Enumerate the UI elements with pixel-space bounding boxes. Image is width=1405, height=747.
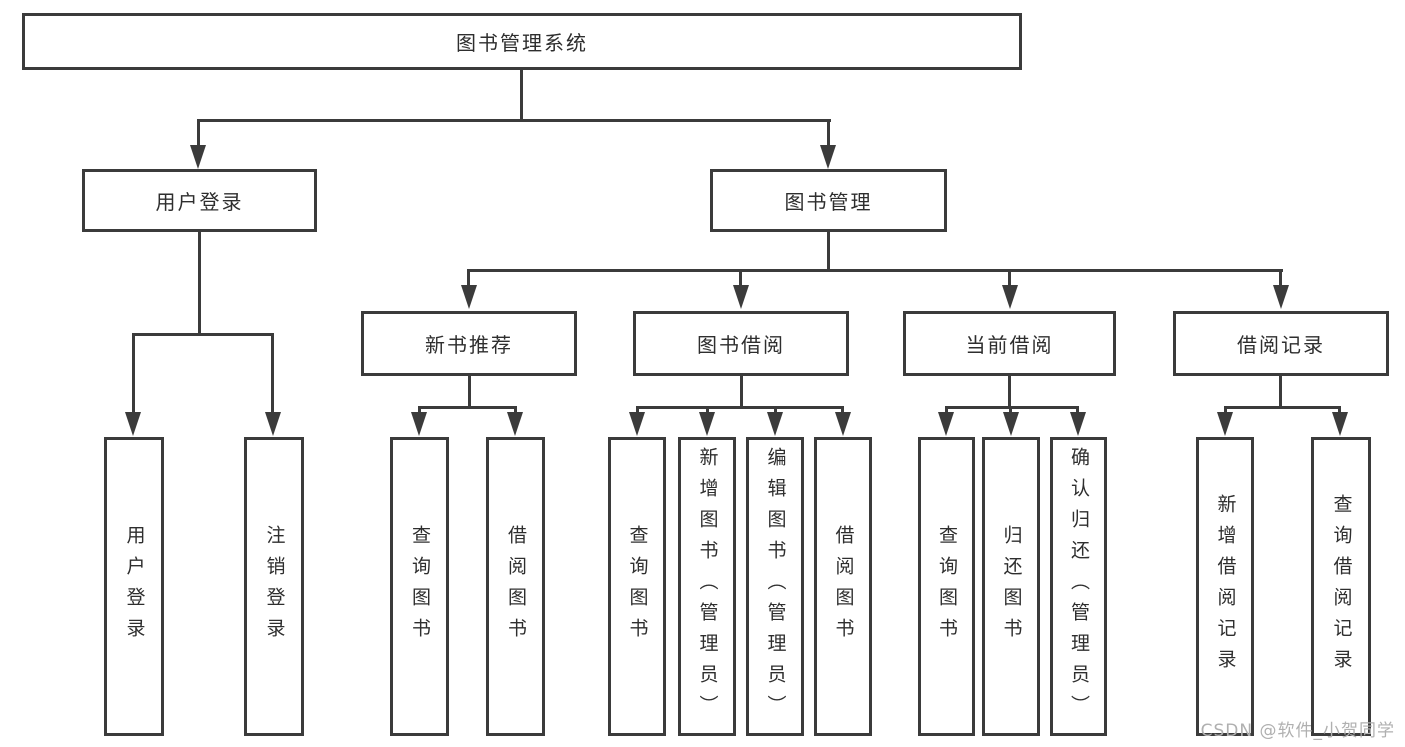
connector-line <box>636 406 844 409</box>
connector-line <box>1279 269 1282 286</box>
arrow-down-icon <box>411 412 427 436</box>
connector-line <box>740 376 743 409</box>
arrow-down-icon <box>1332 412 1348 436</box>
connector-line <box>468 269 1283 272</box>
arrow-down-icon <box>629 412 645 436</box>
leaf-label: 编辑图书（管理员） <box>764 447 787 726</box>
leaf-label: 用户登录 <box>123 524 146 649</box>
leaf-add-borrow-record: 新增借阅记录 <box>1196 437 1254 736</box>
connector-line <box>467 269 470 286</box>
arrow-down-icon <box>1002 285 1018 309</box>
leaf-edit-book-admin: 编辑图书（管理员） <box>746 437 804 736</box>
connector-line <box>197 119 831 122</box>
connector-line <box>739 269 742 286</box>
node-label: 借阅记录 <box>1237 333 1325 357</box>
connector-line <box>774 406 777 414</box>
leaf-label: 借阅图书 <box>505 524 527 649</box>
connector-line <box>841 406 844 414</box>
leaf-confirm-return-admin: 确认归还（管理员） <box>1050 437 1107 736</box>
node-book-management: 图书管理 <box>710 169 947 232</box>
leaf-user-login: 用户登录 <box>104 437 164 736</box>
connector-line <box>197 119 200 147</box>
leaf-label: 查询图书 <box>626 524 649 649</box>
connector-line <box>132 333 274 336</box>
arrow-down-icon <box>1003 412 1019 436</box>
connector-line <box>636 406 639 414</box>
leaf-query-book-2: 查询图书 <box>608 437 666 736</box>
connector-line <box>1224 406 1227 414</box>
arrow-down-icon <box>461 285 477 309</box>
arrow-down-icon <box>767 412 783 436</box>
leaf-query-book-3: 查询图书 <box>918 437 975 736</box>
arrow-down-icon <box>733 285 749 309</box>
connector-line <box>514 406 517 414</box>
root-node: 图书管理系统 <box>22 13 1022 70</box>
connector-line <box>418 406 421 414</box>
connector-line <box>520 70 523 120</box>
node-user-login: 用户登录 <box>82 169 317 232</box>
leaf-query-book-1: 查询图书 <box>390 437 449 736</box>
leaf-label: 确认归还（管理员） <box>1068 447 1090 726</box>
leaf-label: 查询图书 <box>936 524 958 649</box>
connector-line <box>1076 406 1079 414</box>
node-label: 用户登录 <box>155 190 244 214</box>
node-label: 图书借阅 <box>697 333 785 357</box>
leaf-label: 注销登录 <box>263 524 286 649</box>
leaf-label: 新增图书（管理员） <box>696 447 719 726</box>
connector-line <box>1224 406 1341 409</box>
connector-line <box>418 406 517 409</box>
watermark: CSDN @软件_小贺同学 <box>1200 721 1395 741</box>
connector-line <box>468 376 471 409</box>
arrow-down-icon <box>699 412 715 436</box>
leaf-borrow-book-2: 借阅图书 <box>814 437 872 736</box>
arrow-down-icon <box>1070 412 1086 436</box>
connector-line <box>827 232 830 272</box>
arrow-down-icon <box>1273 285 1289 309</box>
node-label: 图书管理 <box>784 190 873 214</box>
arrow-down-icon <box>1217 412 1233 436</box>
connector-line <box>1338 406 1341 414</box>
leaf-logout: 注销登录 <box>244 437 304 736</box>
connector-line <box>706 406 709 414</box>
node-label: 新书推荐 <box>425 333 513 357</box>
connector-line <box>945 406 948 414</box>
connector-line <box>132 333 135 413</box>
leaf-label: 查询借阅记录 <box>1330 493 1353 680</box>
arrow-down-icon <box>820 145 836 169</box>
connector-line <box>1008 376 1011 409</box>
connector-line <box>945 406 1079 409</box>
connector-line <box>827 119 830 147</box>
leaf-label: 查询图书 <box>409 524 431 649</box>
leaf-query-borrow-record: 查询借阅记录 <box>1311 437 1371 736</box>
leaf-label: 新增借阅记录 <box>1214 493 1237 680</box>
arrow-down-icon <box>265 412 281 436</box>
node-book-borrow: 图书借阅 <box>633 311 849 376</box>
node-borrow-record: 借阅记录 <box>1173 311 1389 376</box>
arrow-down-icon <box>190 145 206 169</box>
arrow-down-icon <box>835 412 851 436</box>
leaf-borrow-book-1: 借阅图书 <box>486 437 545 736</box>
node-label: 当前借阅 <box>965 333 1054 357</box>
node-current-borrow: 当前借阅 <box>903 311 1116 376</box>
root-node-label: 图书管理系统 <box>456 31 588 55</box>
arrow-down-icon <box>125 412 141 436</box>
arrow-down-icon <box>507 412 523 436</box>
connector-line <box>271 333 274 413</box>
leaf-add-book-admin: 新增图书（管理员） <box>678 437 736 736</box>
connector-line <box>1008 269 1011 286</box>
leaf-return-book: 归还图书 <box>982 437 1040 736</box>
connector-line <box>1279 376 1282 409</box>
arrow-down-icon <box>938 412 954 436</box>
node-new-book-recommend: 新书推荐 <box>361 311 577 376</box>
leaf-label: 归还图书 <box>1000 524 1023 649</box>
leaf-label: 借阅图书 <box>832 524 855 649</box>
connector-line <box>1009 406 1012 414</box>
connector-line <box>198 232 201 336</box>
